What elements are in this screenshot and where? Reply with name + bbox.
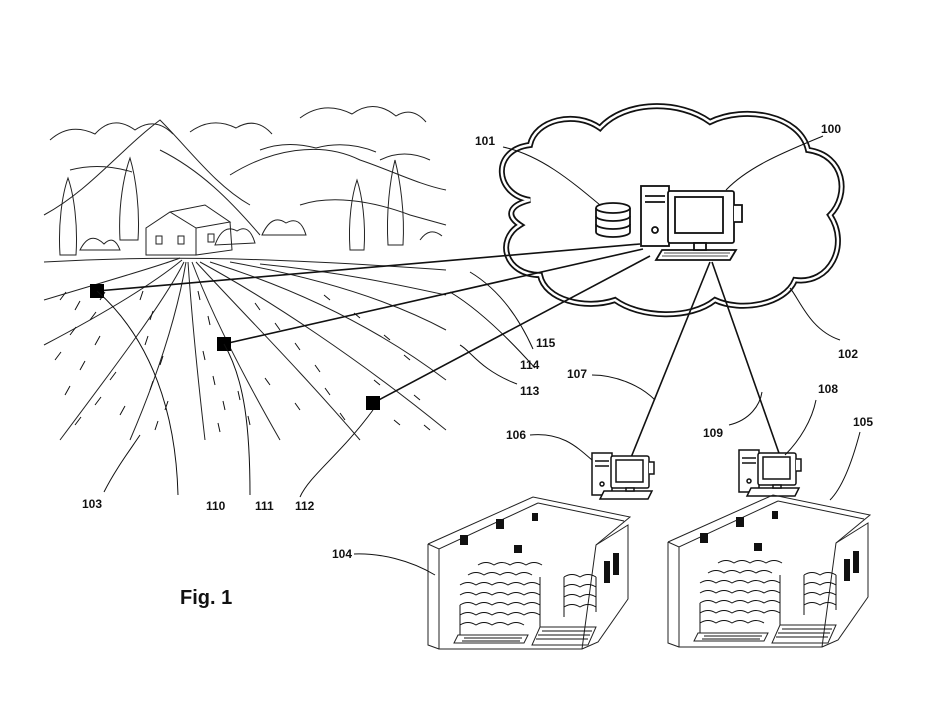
label-108: 108 xyxy=(818,382,838,396)
warehouse-104 xyxy=(427,496,631,650)
sensor-links xyxy=(96,243,651,404)
farmhouse xyxy=(145,204,233,256)
label-110: 110 xyxy=(206,499,226,513)
trees xyxy=(59,156,443,256)
database-icon xyxy=(595,202,631,238)
label-102: 102 xyxy=(838,347,858,361)
leader-lines xyxy=(96,135,861,576)
label-111: 111 xyxy=(255,499,274,513)
label-114: 114 xyxy=(520,358,540,372)
label-113: 113 xyxy=(520,384,540,398)
label-105: 105 xyxy=(853,415,873,429)
label-100: 100 xyxy=(821,122,841,136)
farm-field-illustration xyxy=(43,106,447,441)
label-112: 112 xyxy=(295,499,315,513)
hills xyxy=(43,119,447,236)
computer-106-icon xyxy=(591,452,655,500)
label-104: 104 xyxy=(332,547,352,561)
computer-108-icon xyxy=(738,449,802,497)
sky-clouds xyxy=(49,106,431,173)
network-link-109 xyxy=(711,261,781,457)
network-link-107 xyxy=(629,261,711,461)
label-109: 109 xyxy=(703,426,723,440)
warehouse-105 xyxy=(667,494,871,648)
crop-texture xyxy=(54,290,431,433)
server-computer-icon xyxy=(640,185,743,261)
label-107: 107 xyxy=(567,367,587,381)
figure-caption: Fig. 1 xyxy=(180,587,232,609)
label-101: 101 xyxy=(475,134,495,148)
label-103: 103 xyxy=(82,497,102,511)
label-106: 106 xyxy=(506,428,526,442)
sensor-112 xyxy=(366,396,380,410)
label-115: 115 xyxy=(536,336,556,350)
